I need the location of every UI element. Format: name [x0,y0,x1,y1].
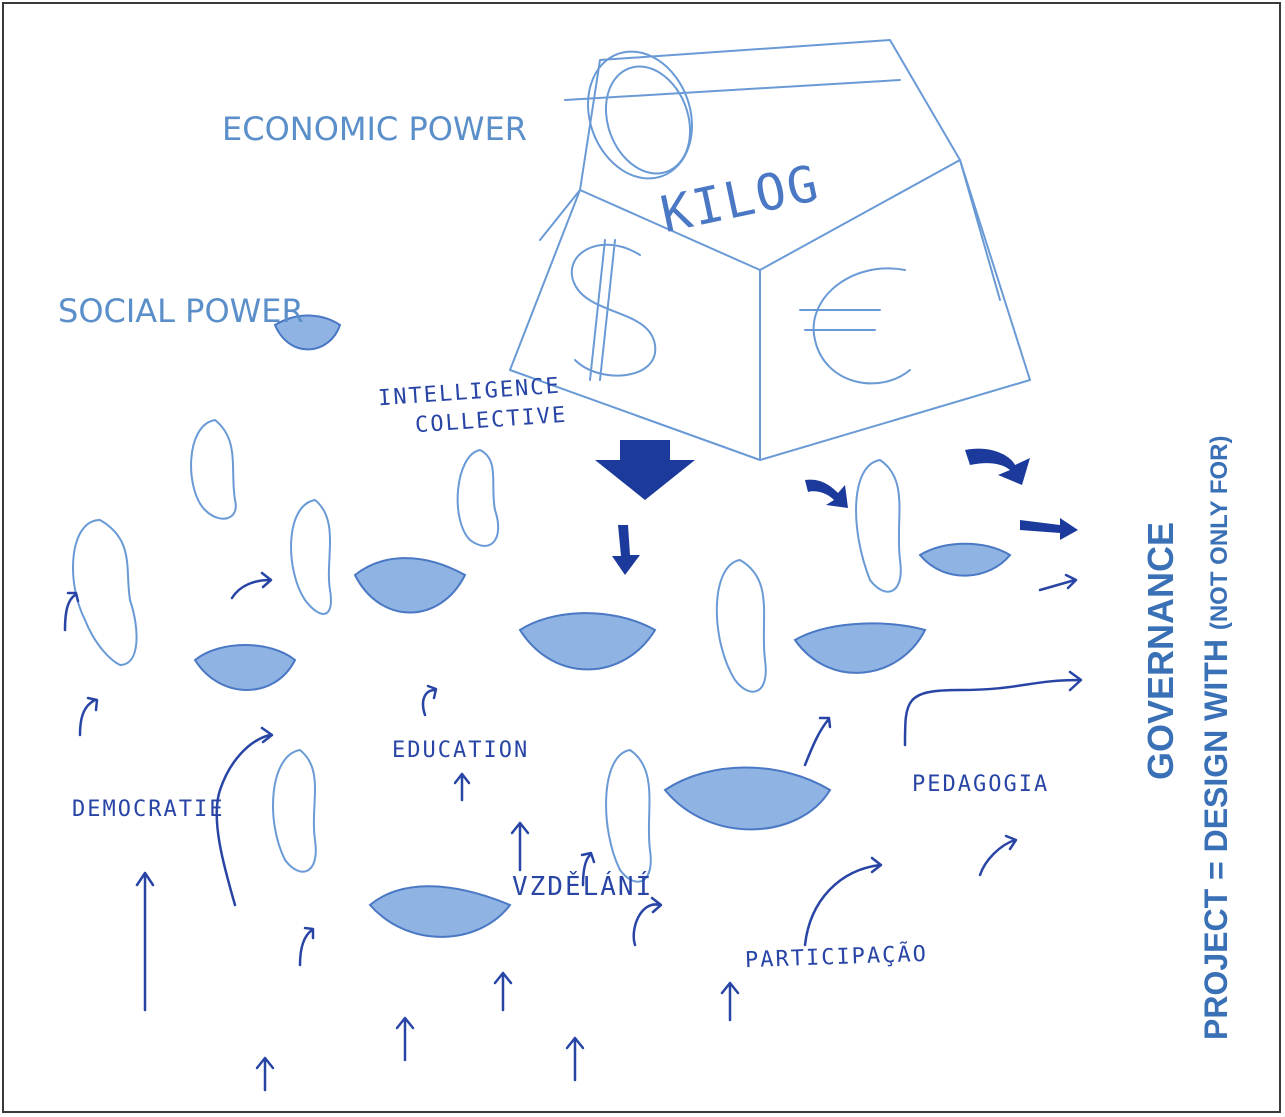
lips-icon [793,622,927,674]
up-arrow-icon [510,821,530,872]
up-arrow-icon [78,696,99,737]
ear-icon [855,459,902,593]
lip-sketches [193,314,1012,938]
up-arrow-icon [803,716,832,767]
curved-arrow-icon [632,896,663,947]
curved-arrow-icon [805,479,848,508]
ink-arrows [63,571,1083,1092]
up-arrow-icon [493,971,513,1012]
up-arrow-icon [135,871,155,1012]
ear-icon [456,449,500,547]
economic-power-label: ECONOMIC POWER [222,110,528,148]
ear-icon [72,519,138,666]
project-design-label: PROJECT = DESIGN WITH (NOT ONLY FOR) [1198,436,1235,1041]
up-arrow-icon [63,591,80,632]
social-power-label: SOCIAL POWER [58,292,304,330]
right-arrow-icon [1038,573,1078,592]
lips-icon [193,644,297,691]
lips-icon [518,612,657,671]
up-arrow-icon [421,684,438,717]
curved-arrow-icon [803,856,883,947]
curved-arrow-icon [903,670,1083,747]
up-arrow-icon [565,1036,585,1082]
curved-arrow-icon [978,834,1018,877]
democratie-label: DEMOCRATIE [72,797,225,822]
up-arrow-icon [720,981,740,1022]
ear-icon [605,749,652,883]
vzdelani-label: VZDĚLÁNÍ [512,872,654,902]
euro-sign-icon [799,267,911,385]
governance-label: GOVERNANCE [1140,521,1181,780]
ear-sketches [72,419,902,883]
up-arrow-icon [453,772,471,802]
lips-icon [918,542,1012,577]
dollar-sign-icon [570,239,657,381]
big-down-arrow-icon [595,440,695,500]
lips-icon [663,766,832,831]
small-down-arrow-icon [612,525,640,575]
ear-icon [190,419,237,520]
lips-icon [273,314,342,351]
curved-arrow-icon [965,448,1030,485]
ear-icon [272,749,317,873]
education-label: EDUCATION [392,738,530,763]
up-arrow-icon [298,926,315,967]
kilogram-weight-sketch [509,39,1031,461]
up-arrow-icon [395,1016,415,1062]
project-design-main: PROJECT = DESIGN WITH [1198,639,1234,1040]
pedagogia-label: PEDAGOGIA [912,772,1050,797]
ear-icon [715,559,767,693]
weight-ring-icon [587,50,693,180]
up-arrow-icon [255,1056,275,1092]
curved-arrow-icon [230,571,273,600]
up-arrow-icon [580,851,596,887]
weight-body [509,39,1031,461]
lips-icon [353,557,467,614]
right-arrow-icon [1020,518,1078,540]
curved-arrow-icon [215,726,274,907]
project-design-note: (NOT ONLY FOR) [1206,435,1233,631]
ear-icon [290,499,332,615]
lips-icon [368,885,512,938]
